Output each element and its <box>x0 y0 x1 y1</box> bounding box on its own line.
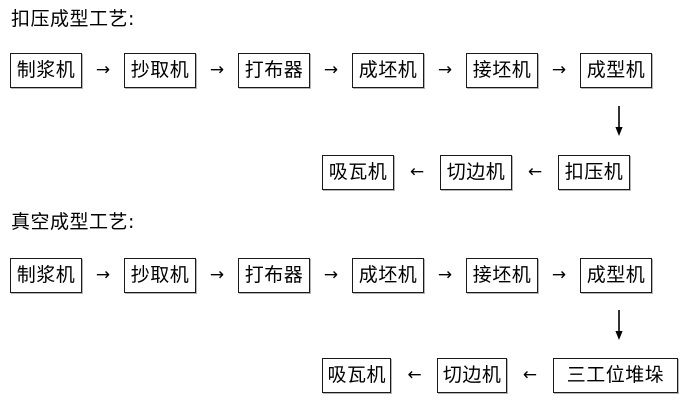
process-row-vacuum-main: 制浆机 → 抄取机 → 打布器 → 成坯机 → 接坯机 → 成型机 <box>10 257 674 293</box>
arrow-right-icon: → <box>551 59 567 80</box>
arrow-right-icon: → <box>437 59 453 80</box>
process-node: 吸瓦机 <box>322 154 394 190</box>
arrow-right-icon: → <box>95 59 111 80</box>
process-node: 成坯机 <box>352 257 424 293</box>
process-node: 制浆机 <box>10 52 82 88</box>
arrow-down-icon <box>612 106 626 136</box>
process-node: 切边机 <box>437 357 507 393</box>
arrow-right-icon: → <box>437 264 453 285</box>
process-node: 接坯机 <box>466 257 538 293</box>
process-node: 成型机 <box>580 52 652 88</box>
arrow-right-icon: → <box>323 264 339 285</box>
process-row-crimp-main: 制浆机 → 抄取机 → 打布器 → 成坯机 → 接坯机 → 成型机 <box>10 52 674 88</box>
process-node: 打布器 <box>238 257 310 293</box>
process-node: 制浆机 <box>10 257 82 293</box>
process-node: 成坯机 <box>352 52 424 88</box>
arrow-right-icon: → <box>209 264 225 285</box>
arrow-right-icon: → <box>551 264 567 285</box>
arrow-left-icon: ← <box>527 161 543 182</box>
process-row-crimp-finish: 吸瓦机 ← 切边机 ← 扣压机 <box>322 154 674 190</box>
process-node: 切边机 <box>440 154 512 190</box>
arrow-left-icon: ← <box>522 364 538 385</box>
process-node: 打布器 <box>238 52 310 88</box>
process-node: 接坯机 <box>466 52 538 88</box>
arrow-left-icon: ← <box>407 364 422 385</box>
arrow-down-icon <box>612 310 626 340</box>
arrow-right-icon: → <box>209 59 225 80</box>
process-node: 抄取机 <box>124 52 196 88</box>
arrow-left-icon: ← <box>409 161 425 182</box>
process-node: 三工位堆垛 <box>552 357 678 393</box>
section-title-crimp-forming: 扣压成型工艺: <box>11 8 135 30</box>
process-row-vacuum-finish: 吸瓦机 ← 切边机 ← 三工位堆垛 <box>322 357 678 393</box>
process-node: 吸瓦机 <box>322 357 392 393</box>
process-node: 成型机 <box>580 257 652 293</box>
arrow-right-icon: → <box>323 59 339 80</box>
process-node: 扣压机 <box>558 154 630 190</box>
section-title-vacuum-forming: 真空成型工艺: <box>11 211 135 233</box>
arrow-right-icon: → <box>95 264 111 285</box>
process-node: 抄取机 <box>124 257 196 293</box>
